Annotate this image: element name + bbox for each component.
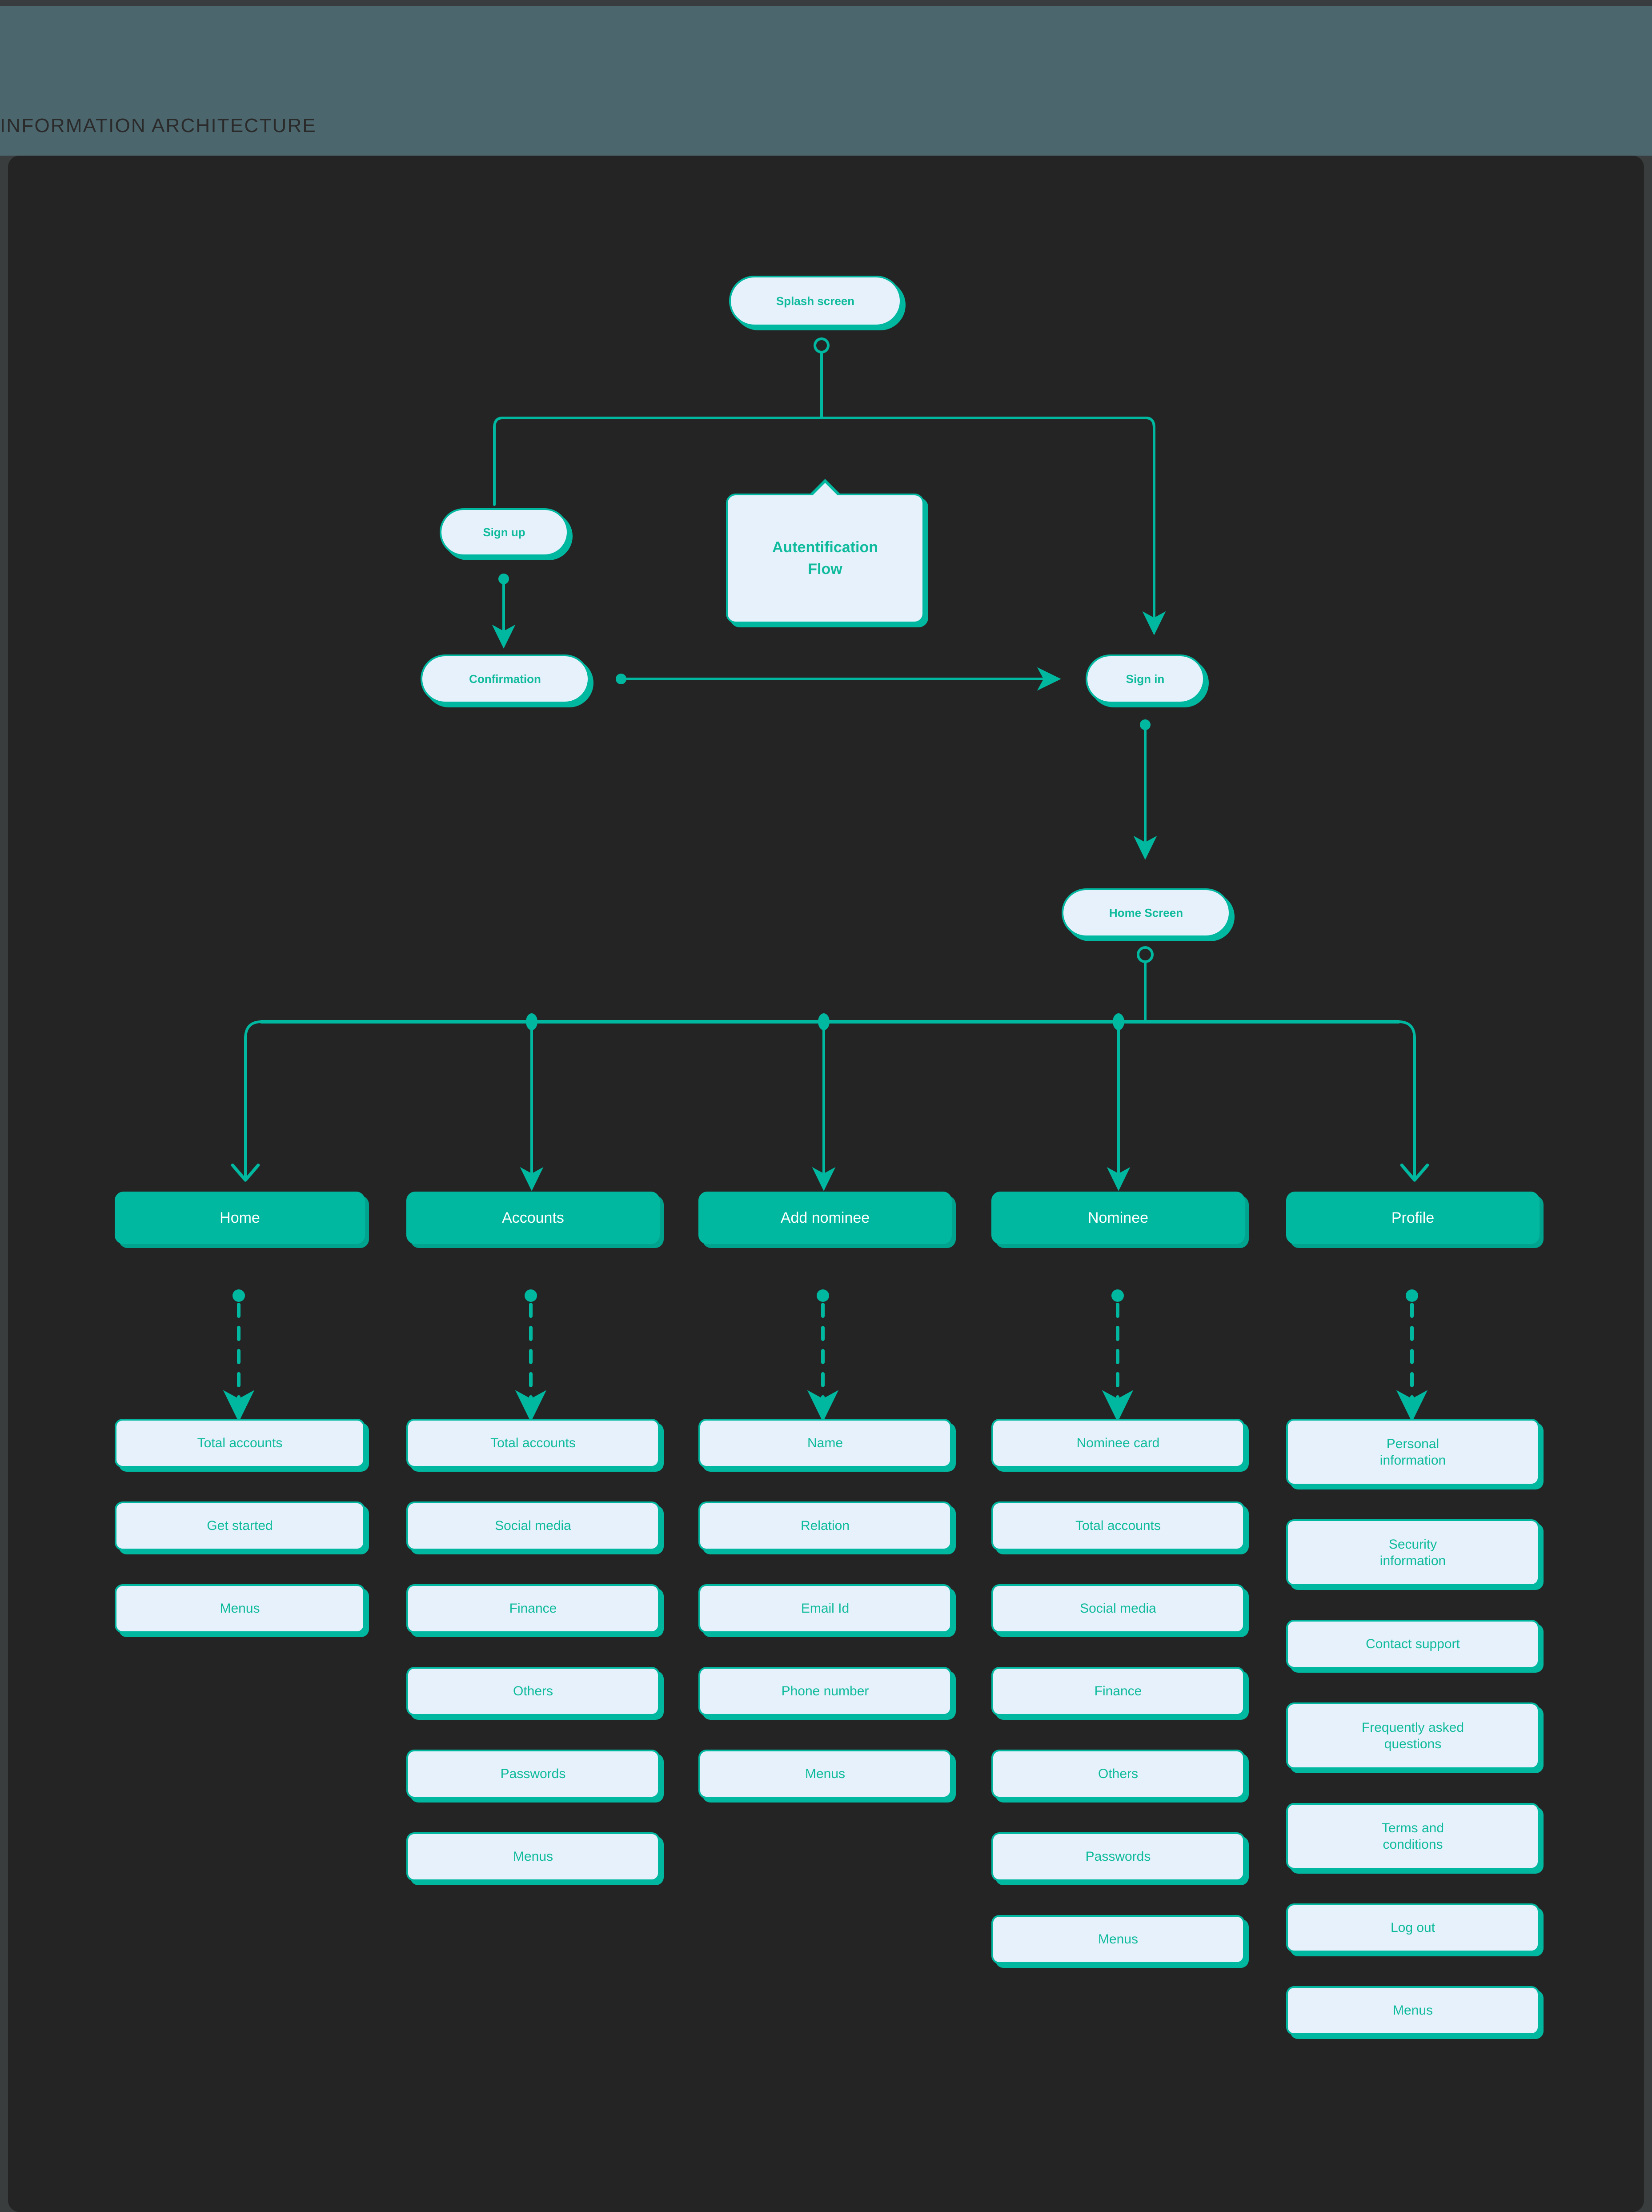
category-label: Add nominee xyxy=(780,1209,870,1226)
item-label: Menus xyxy=(513,1849,553,1864)
item-box[interactable]: Passwords xyxy=(991,1832,1245,1881)
item-label: Total accounts xyxy=(1075,1518,1161,1534)
item-label: Menus xyxy=(220,1601,260,1616)
item-label: Menus xyxy=(1098,1932,1139,1947)
item-label: Relation xyxy=(800,1518,850,1534)
header-top-strip xyxy=(0,0,1652,6)
item-box[interactable]: Log out xyxy=(1286,1903,1540,1952)
node-label: Sign in xyxy=(1126,672,1165,686)
item-box[interactable]: Passwords xyxy=(406,1750,660,1799)
item-box[interactable]: Menus xyxy=(115,1584,365,1633)
item-box[interactable]: Personal information xyxy=(1286,1419,1540,1485)
item-box[interactable]: Nominee card xyxy=(991,1419,1245,1468)
item-label: Social media xyxy=(1080,1601,1156,1616)
item-label: Social media xyxy=(495,1518,571,1534)
category-label: Nominee xyxy=(1087,1209,1149,1226)
item-label-line1: Personal xyxy=(1386,1436,1439,1451)
category-label: Accounts xyxy=(502,1209,564,1226)
node-splash-screen[interactable]: Splash screen xyxy=(729,276,902,326)
item-label: Nominee card xyxy=(1076,1436,1160,1451)
item-label: Contact support xyxy=(1366,1637,1460,1652)
item-label: Email Id xyxy=(801,1601,850,1616)
node-home-screen[interactable]: Home Screen xyxy=(1062,888,1231,937)
item-box[interactable]: Menus xyxy=(1286,1986,1540,2035)
item-box[interactable]: Get started xyxy=(115,1501,365,1550)
item-label-line1: Security xyxy=(1388,1537,1437,1552)
callout-label-line1: Autentification xyxy=(772,538,878,556)
item-box[interactable]: Menus xyxy=(406,1832,660,1881)
page-title: INFORMATION ARCHITECTURE xyxy=(0,115,317,136)
item-box[interactable]: Total accounts xyxy=(115,1419,365,1468)
item-label: Finance xyxy=(1094,1684,1142,1699)
item-label: Menus xyxy=(1392,2003,1433,2018)
node-confirmation[interactable]: Confirmation xyxy=(421,654,589,703)
item-label: Menus xyxy=(805,1766,846,1782)
callout-label-line2: Flow xyxy=(808,561,842,578)
item-label: Phone number xyxy=(781,1684,869,1699)
item-box[interactable]: Total accounts xyxy=(406,1419,660,1468)
item-box[interactable]: Social media xyxy=(991,1584,1245,1633)
item-label: Get started xyxy=(207,1518,273,1534)
item-label: Total accounts xyxy=(197,1436,283,1451)
item-label: Name xyxy=(807,1436,843,1451)
node-label: Home Screen xyxy=(1109,906,1183,919)
item-label: Total accounts xyxy=(490,1436,576,1451)
category-box-add-nominee[interactable]: Add nominee xyxy=(698,1192,952,1244)
node-label: Sign up xyxy=(483,525,525,539)
item-label: Others xyxy=(513,1684,553,1699)
item-box[interactable]: Finance xyxy=(406,1584,660,1633)
item-box[interactable]: Others xyxy=(406,1667,660,1716)
item-box[interactable]: Finance xyxy=(991,1667,1245,1716)
node-autentification-flow-callout[interactable]: Autentification Flow xyxy=(726,479,924,623)
category-box-home[interactable]: Home xyxy=(115,1192,365,1244)
item-label-line2: questions xyxy=(1384,1737,1442,1751)
item-box[interactable]: Total accounts xyxy=(991,1501,1245,1550)
node-sign-up[interactable]: Sign up xyxy=(440,508,569,556)
item-box[interactable]: Phone number xyxy=(698,1667,952,1716)
item-box[interactable]: Social media xyxy=(406,1501,660,1550)
item-box[interactable]: Security information xyxy=(1286,1519,1540,1586)
node-label: Splash screen xyxy=(776,294,855,308)
category-label: Home xyxy=(220,1209,260,1226)
item-box[interactable]: Others xyxy=(991,1750,1245,1799)
item-label: Finance xyxy=(509,1601,557,1616)
category-box-nominee[interactable]: Nominee xyxy=(991,1192,1245,1244)
category-box-accounts[interactable]: Accounts xyxy=(406,1192,660,1244)
node-sign-in[interactable]: Sign in xyxy=(1086,654,1205,703)
item-label: Passwords xyxy=(1085,1849,1151,1864)
item-label-line2: information xyxy=(1379,1453,1446,1468)
node-label: Confirmation xyxy=(469,672,541,686)
item-label-line2: information xyxy=(1379,1554,1446,1568)
item-box[interactable]: Menus xyxy=(698,1750,952,1799)
item-box[interactable]: Relation xyxy=(698,1501,952,1550)
item-label: Passwords xyxy=(500,1766,566,1782)
item-box[interactable]: Contact support xyxy=(1286,1620,1540,1669)
category-label: Profile xyxy=(1391,1209,1435,1226)
item-label: Others xyxy=(1098,1766,1139,1782)
header-band: INFORMATION ARCHITECTURE xyxy=(0,0,1652,156)
callout-notch-fill xyxy=(813,483,838,495)
item-label-line2: conditions xyxy=(1383,1837,1443,1852)
item-box[interactable]: Terms and conditions xyxy=(1286,1803,1540,1870)
callout-body: Autentification Flow xyxy=(726,494,924,623)
item-box[interactable]: Email Id xyxy=(698,1584,952,1633)
item-label: Log out xyxy=(1390,1920,1435,1935)
item-box[interactable]: Name xyxy=(698,1419,952,1468)
item-box[interactable]: Frequently asked questions xyxy=(1286,1702,1540,1769)
item-label-line1: Terms and xyxy=(1381,1820,1444,1835)
item-label-line1: Frequently asked xyxy=(1361,1720,1464,1735)
category-box-profile[interactable]: Profile xyxy=(1286,1192,1540,1244)
item-box[interactable]: Menus xyxy=(991,1915,1245,1964)
